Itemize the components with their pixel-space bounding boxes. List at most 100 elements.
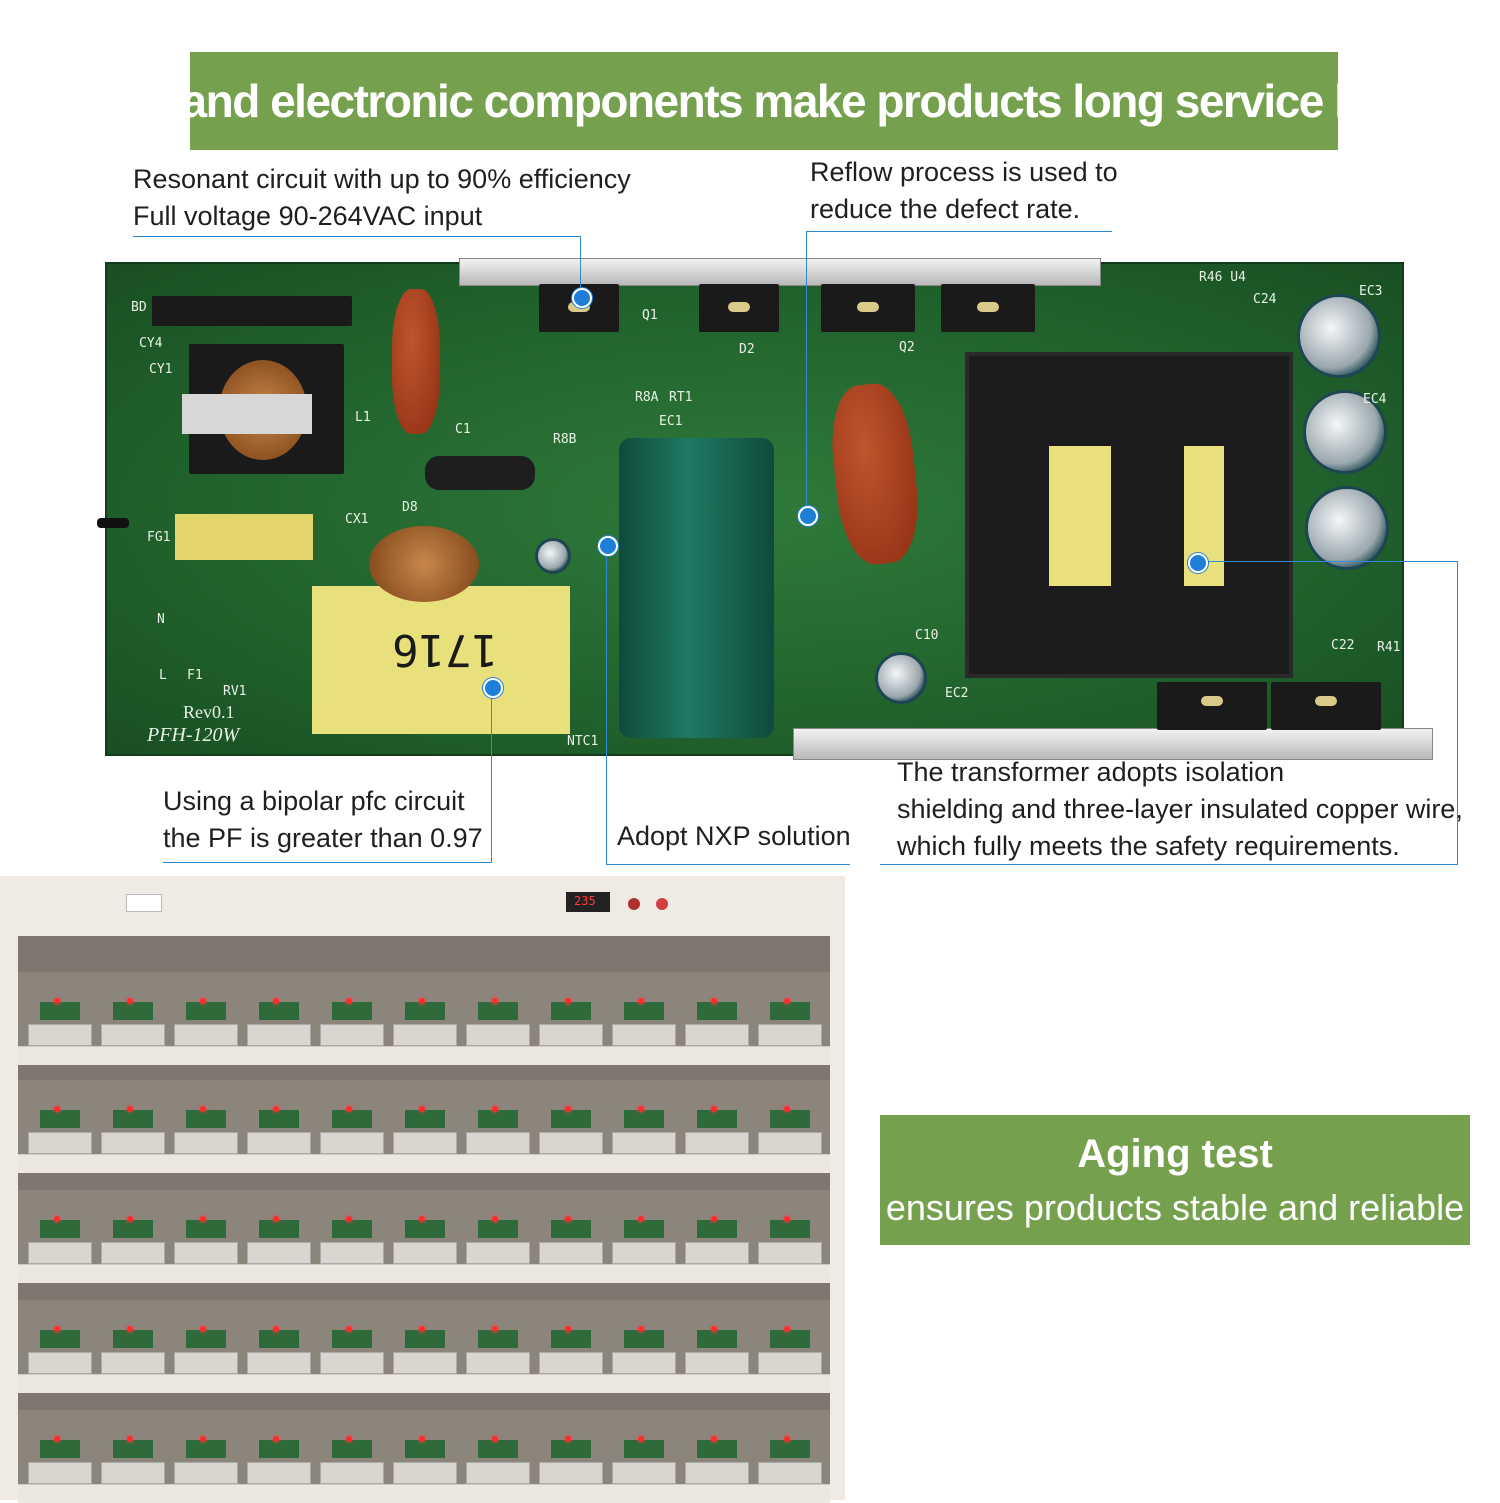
nxp-line-1: Adopt NXP solution [617,821,851,851]
unit-board [259,1002,299,1020]
inductor-marking: 1716 [392,624,498,675]
power-supply-unit [247,1242,311,1264]
shelf-board [18,1154,830,1173]
shelf-board [18,1374,830,1393]
label-l: L [159,668,167,683]
indicator-led [54,1106,60,1112]
label-r8a: R8A [635,390,659,405]
bridge-rectifier [152,296,352,326]
meter-reading: 235 [574,894,596,908]
power-supply-unit [466,1132,530,1154]
label-ec4: EC4 [1363,392,1387,407]
unit-board [113,1330,153,1348]
power-supply-unit [539,1024,603,1046]
unit-board [624,1110,664,1128]
power-supply-unit [174,1132,238,1154]
shelf-board [18,1264,830,1283]
main-transformer [965,352,1293,678]
unit-board [186,1220,226,1238]
indicator-led [346,1216,352,1222]
label-c10: C10 [915,628,939,643]
indicator-led [54,998,60,1004]
indicator-led [346,998,352,1004]
mosfet-q3 [941,284,1035,332]
indicator-led [200,1326,206,1332]
label-c1: C1 [455,422,471,437]
power-supply-unit [28,1462,92,1484]
film-cap-right [825,380,925,568]
bulk-capacitor [619,438,774,738]
power-supply-unit [28,1132,92,1154]
top-heatsink [459,258,1101,286]
indicator-led [492,998,498,1004]
indicator-led [638,1216,644,1222]
unit-board [113,1220,153,1238]
unit-board [697,1110,737,1128]
power-supply-unit [758,1242,822,1264]
unit-board [405,1110,445,1128]
power-supply-unit [247,1132,311,1154]
unit-board [186,1002,226,1020]
indicator-led [784,998,790,1004]
unit-board [332,1440,372,1458]
indicator-led [127,1216,133,1222]
label-model: PFH-120W [147,724,240,746]
unit-board [624,1220,664,1238]
indicator-led [565,1326,571,1332]
label-cy1: CY1 [149,362,173,377]
indicator-led [273,1326,279,1332]
leader-nxp-h [606,864,850,865]
indicator-led [127,998,133,1004]
unit-board [186,1110,226,1128]
leader-transformer-h [880,864,1458,865]
temperature-meter: 235 [566,892,610,912]
unit-board [770,1110,810,1128]
unit-board [697,1220,737,1238]
shelf-board [18,1484,830,1503]
leader-nxp-v [606,546,607,865]
power-supply-unit [758,1352,822,1374]
leader-efficiency-v [580,236,581,296]
label-ec1: EC1 [659,414,683,429]
unit-board [770,1002,810,1020]
indicator-led [638,1106,644,1112]
unit-board [405,1002,445,1020]
indicator-led [711,1326,717,1332]
power-supply-unit [758,1132,822,1154]
indicator-led [127,1326,133,1332]
label-c24: C24 [1253,292,1277,307]
label-r41: R41 [1377,640,1401,655]
indicator-led [273,1216,279,1222]
indicator-led [273,1436,279,1442]
unit-board [405,1440,445,1458]
indicator-led [273,998,279,1004]
power-supply-unit [612,1352,676,1374]
indicator-led [492,1216,498,1222]
power-supply-unit [612,1242,676,1264]
indicator-led [638,998,644,1004]
label-r46u4: R46 U4 [1199,270,1246,285]
leader-transformer-v [1457,561,1458,865]
pfc-coil [369,526,479,602]
power-supply-unit [393,1352,457,1374]
unit-board [770,1330,810,1348]
unit-board [259,1440,299,1458]
indicator-led [784,1436,790,1442]
indicator-led [200,998,206,1004]
power-supply-unit [758,1462,822,1484]
callout-efficiency: Resonant circuit with up to 90% efficien… [133,161,631,235]
indicator-led [784,1326,790,1332]
power-supply-unit [758,1024,822,1046]
film-cap-c1 [392,289,440,434]
unit-board [624,1440,664,1458]
choke-bar [182,394,312,434]
unit-board [113,1110,153,1128]
unit-board [478,1220,518,1238]
mosfet-d2 [699,284,779,332]
power-supply-unit [101,1242,165,1264]
power-supply-unit [393,1132,457,1154]
unit-board [259,1330,299,1348]
aging-title: Aging test [1077,1131,1273,1176]
indicator-led [273,1106,279,1112]
indicator-led [127,1436,133,1442]
